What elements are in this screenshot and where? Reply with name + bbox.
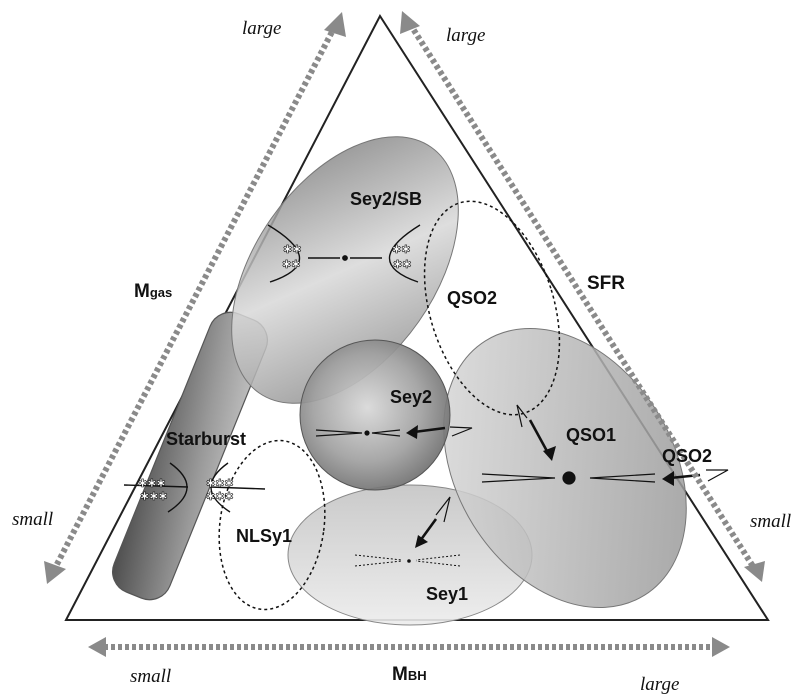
sfr-small-label: small xyxy=(750,511,791,532)
gas-axis-label: Mgas xyxy=(134,281,172,302)
gas-axis-label-sub: gas xyxy=(150,285,172,300)
gas-small-label: small xyxy=(12,509,53,530)
sey2sb-label: Sey2/SB xyxy=(350,189,422,209)
qso1-glyph xyxy=(481,471,656,485)
sfr-axis-arrow xyxy=(407,22,757,570)
sfr-large-label: large xyxy=(446,25,485,46)
axis-arrows xyxy=(44,11,765,657)
svg-text:✱✱: ✱✱ xyxy=(282,259,300,271)
svg-text:✱✱✱: ✱✱✱ xyxy=(138,478,166,490)
svg-text:✱✱✱: ✱✱✱ xyxy=(140,491,168,503)
bh-axis-label: MBH xyxy=(392,664,427,685)
gas-axis-head-bottom xyxy=(44,561,66,584)
svg-text:✱✱: ✱✱ xyxy=(283,244,301,256)
sey2-label: Sey2 xyxy=(390,387,432,407)
qso1-label: QSO1 xyxy=(566,425,616,445)
qso2-inner-region xyxy=(423,200,561,416)
svg-text:✱✱✱: ✱✱✱ xyxy=(206,491,234,503)
svg-text:✱✱✱: ✱✱✱ xyxy=(206,478,234,490)
sey2-glyph xyxy=(315,429,401,437)
svg-text:✱✱: ✱✱ xyxy=(393,259,411,271)
sey2-region xyxy=(299,339,451,491)
bh-axis-label-sub: BH xyxy=(408,668,427,683)
gas-axis-head-top xyxy=(324,12,346,37)
transition-arrows xyxy=(406,404,729,548)
sey1-glyph xyxy=(354,554,461,567)
bh-axis-label-m: M xyxy=(392,664,408,685)
bh-axis-head-right xyxy=(712,637,730,657)
sey1-label: Sey1 xyxy=(426,584,468,604)
sfr-axis-head-top xyxy=(400,11,420,34)
qso2-outer-label: QSO2 xyxy=(662,446,712,466)
nlsy1-label: NLSy1 xyxy=(236,526,292,546)
sfr-axis-head-bottom xyxy=(744,561,765,582)
bh-small-label: small xyxy=(130,666,171,687)
bh-axis-head-left xyxy=(88,637,106,657)
sey2sb-region xyxy=(231,136,459,404)
gas-axis-label-m: M xyxy=(134,281,150,302)
bh-large-label: large xyxy=(640,674,679,694)
gas-large-label: large xyxy=(242,18,281,39)
svg-text:✱✱: ✱✱ xyxy=(392,244,410,256)
nlsy1-region xyxy=(218,439,326,611)
starburst-glyph: ✱✱✱ ✱✱✱ ✱✱✱ ✱✱✱ xyxy=(123,462,266,513)
qso2-inner-label: QSO2 xyxy=(447,288,497,308)
sfr-axis-label: SFR xyxy=(587,273,625,294)
starburst-label: Starburst xyxy=(166,429,246,449)
sey2sb-glyph: ✱✱ ✱✱ ✱✱ ✱✱ xyxy=(267,224,421,283)
